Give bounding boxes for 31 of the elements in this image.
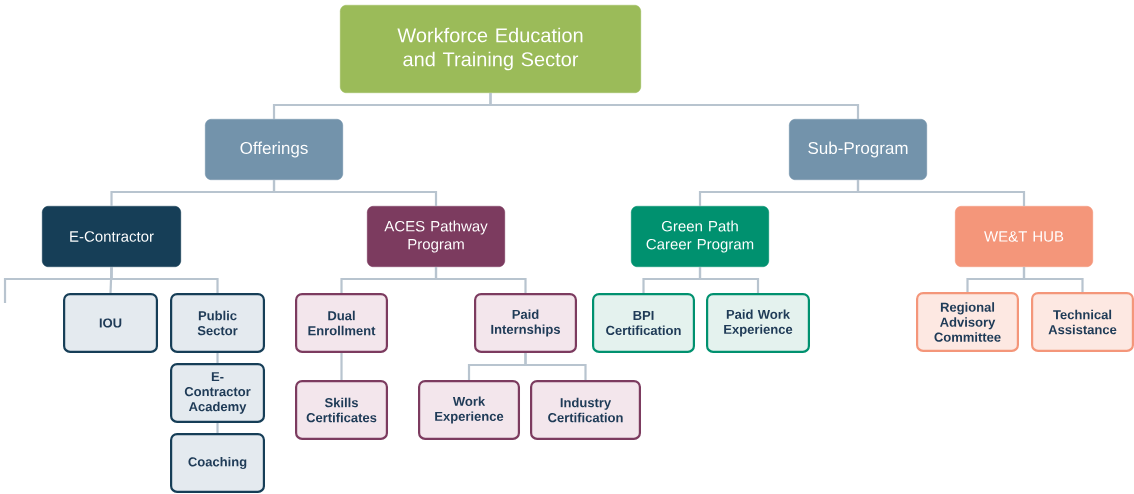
connector-line [1022, 267, 1084, 292]
unit-box: Paid Work Experience [706, 293, 810, 353]
unit-box: Skills Certificates [295, 380, 388, 440]
connector-line [110, 267, 219, 293]
unit-box: Public Sector [170, 293, 265, 353]
unit-box: Industry Certification [530, 380, 641, 440]
unit-box: E-Contractor Academy [170, 363, 265, 423]
org-box: E-Contractor [42, 206, 181, 267]
unit-box: Work Experience [418, 380, 520, 440]
connector-line [216, 353, 219, 363]
title-box: Workforce Education and Training Sector [340, 5, 641, 93]
connector-line [698, 267, 760, 293]
category-box: Sub-Program [789, 119, 927, 180]
org-box: Green Path Career Program [631, 206, 769, 267]
connector-line [434, 267, 527, 293]
org-box: ACES Pathway Program [367, 206, 505, 267]
unit-box: Technical Assistance [1031, 291, 1134, 352]
unit-box: BPI Certification [592, 293, 695, 353]
unit-box: Regional Advisory Committee [916, 291, 1019, 352]
connector-line [340, 353, 343, 380]
unit-box: Paid Internships [474, 293, 577, 353]
unit-box: IOU [63, 293, 158, 353]
connector-line [524, 353, 587, 380]
unit-box: Coaching [170, 432, 265, 493]
connector-line [272, 180, 438, 206]
connector-line [216, 423, 219, 433]
connector-line [489, 93, 860, 119]
connector-line [856, 180, 1026, 206]
org-box: WE&T HUB [955, 206, 1093, 267]
category-box: Offerings [205, 119, 343, 180]
unit-box: Dual Enrollment [295, 293, 388, 353]
